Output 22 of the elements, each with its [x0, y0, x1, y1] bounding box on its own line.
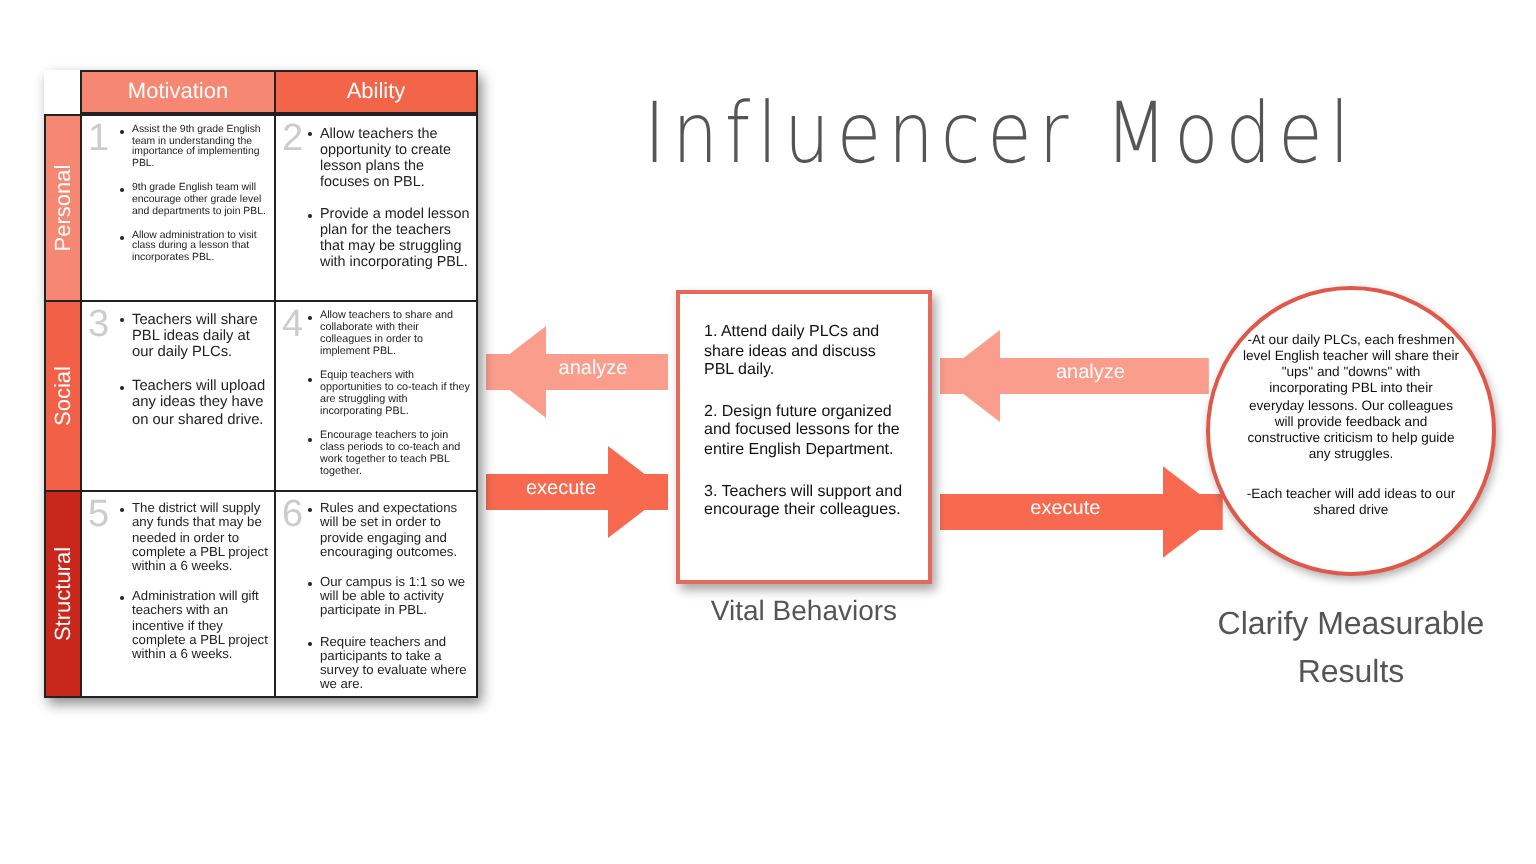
row-header-band — [44, 114, 82, 302]
node-label: Clarify Measurable Results — [1215, 606, 1487, 694]
column-header: Motivation — [80, 70, 276, 114]
row-header-band — [44, 490, 82, 698]
edge-label: execute — [1030, 498, 1101, 520]
behavior-item: 1. Attend daily PLCs and share ideas and discuss PBL daily. — [704, 322, 882, 380]
row-header-label: Structural — [51, 546, 75, 642]
edge-label: execute — [525, 478, 597, 500]
row-header-label: Personal — [51, 164, 75, 252]
matrix-grid — [44, 70, 478, 698]
behaviors-card — [676, 290, 932, 584]
behavior-item: 3. Teachers will support and encourage their colleagues. — [704, 481, 905, 520]
column-header: Ability — [274, 70, 478, 114]
matrix-cell — [274, 114, 478, 302]
title: Influencer Model — [644, 84, 1359, 182]
row-header-label: Social — [51, 366, 75, 426]
behavior-item: 2. Design future organized and focused lessons for the entire English Department. — [704, 401, 902, 460]
row-header-band — [44, 300, 82, 492]
edge-label: analyze — [558, 358, 628, 380]
matrix-cell — [274, 490, 478, 698]
node-label: Vital Behaviors — [708, 594, 900, 626]
edge-label: analyze — [1055, 362, 1125, 384]
